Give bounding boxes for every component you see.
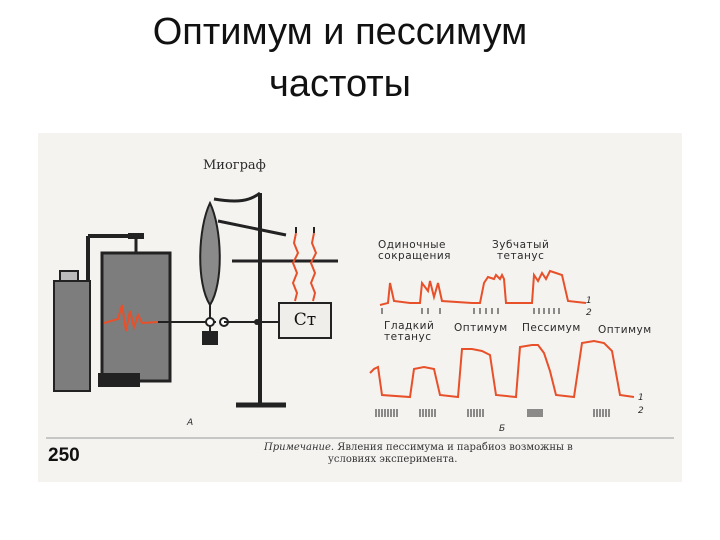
trace-top-label-2: 2 (586, 308, 592, 318)
note-prefix: Примечание. (264, 442, 335, 453)
myograph-label: Миограф (203, 158, 266, 173)
single-label-line-2: сокращения (378, 250, 451, 262)
smooth-label-line-1: Гладкий (384, 320, 435, 332)
smooth-tetanus-label: Гладкий тетанус (384, 321, 434, 343)
optimum-label-2: Оптимум (598, 324, 652, 336)
serrated-tetanus-label: Зубчатый тетанус (492, 240, 549, 262)
stimulus-marks-bottom (375, 409, 610, 417)
optimum-label-1: Оптимум (454, 322, 508, 334)
page-number: 250 (48, 445, 80, 466)
trace-bottom-1 (369, 339, 635, 399)
trace-top-label-1: 1 (586, 296, 592, 306)
electrodes (291, 232, 318, 302)
pessimum-label: Пессимум (522, 322, 581, 334)
single-label-line-1: Одиночные (378, 239, 446, 251)
panel-b-label: Б (499, 424, 506, 434)
serrated-label-line-2: тетанус (496, 250, 545, 262)
stimulator-box: Ст (278, 302, 332, 339)
kymograph (53, 233, 216, 392)
title-line-2: частоты (269, 63, 411, 105)
title-line-1: Оптимум и пессимум (152, 11, 528, 53)
smooth-label-line-2: тетанус (384, 331, 432, 343)
single-contractions-label: Одиночные сокращения (378, 240, 451, 262)
figure-note: Примечание. Явления пессимума и парабиоз… (264, 442, 573, 466)
panel-a-label: А (187, 418, 194, 428)
textbook-figure: Ст Миограф Одиночные сокращения Зубчатый… (38, 133, 682, 482)
note-line-1: Примечание. Явления пессимума и парабиоз… (264, 442, 573, 454)
slide-title: Оптимум и пессимум частоты (60, 6, 620, 110)
stimulus-marks-top (381, 308, 560, 314)
note-text-1: Явления пессимума и парабиоз возможны в (337, 442, 573, 453)
figure-drawing (46, 191, 674, 439)
note-line-2: условиях эксперимента. (328, 454, 458, 465)
muscle (199, 191, 278, 345)
trace-bottom-label-2: 2 (638, 406, 644, 416)
trace-top-1 (379, 269, 587, 306)
trace-bottom-label-1: 1 (638, 393, 644, 403)
serrated-label-line-1: Зубчатый (492, 239, 550, 251)
electrode-leads (295, 227, 315, 233)
